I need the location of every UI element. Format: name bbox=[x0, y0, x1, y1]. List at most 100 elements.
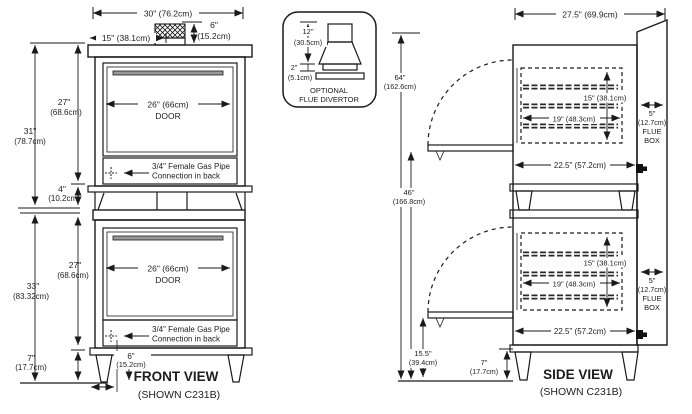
front-upper-door bbox=[102, 62, 238, 157]
dim-stack-gap-in: 4" bbox=[58, 184, 66, 194]
side-front-leg bbox=[514, 351, 532, 381]
side-view-model-note: (SHOWN C231B) bbox=[540, 386, 622, 398]
side-view: 27.5" (69.9cm) 64" (162.6cm) 46" (166.8c… bbox=[383, 8, 668, 398]
dim-lower-door-height-in: 27" bbox=[69, 260, 81, 270]
dim-upper-cavity-height: 15" (38.1cm) bbox=[584, 94, 627, 103]
dim-overall-width: 30" (76.2cm) bbox=[144, 9, 193, 19]
flue-divertor-shape bbox=[315, 23, 365, 80]
upper-flue-box-label2: BOX bbox=[644, 136, 660, 145]
front-lower-cap bbox=[92, 209, 246, 221]
dim-upper-section-in: 31" bbox=[24, 126, 36, 136]
lower-door-label: DOOR bbox=[155, 275, 181, 285]
dim-upper-flue-box-cm: (12.7cm) bbox=[638, 118, 666, 127]
gas-note-lower-line2: Connection in back bbox=[152, 335, 221, 344]
side-mid-band bbox=[509, 183, 639, 192]
lower-door-open-shelf bbox=[427, 311, 514, 319]
dim-flue-height-in: 6" bbox=[210, 20, 218, 30]
dim-upper-door-height-in: 27" bbox=[58, 97, 70, 107]
gas-fitting-symbol-lower bbox=[105, 330, 117, 342]
upper-door-label: DOOR bbox=[155, 111, 181, 121]
upper-flue-box-label1: FLUE bbox=[642, 127, 661, 136]
dim-lower-flue-box-in: 5" bbox=[649, 276, 656, 285]
dim-divertor-height-in: 12" bbox=[302, 27, 313, 36]
dim-leg-height-in: 7" bbox=[27, 353, 35, 363]
front-left-leg bbox=[95, 354, 113, 383]
side-dimension-lines bbox=[392, 8, 666, 382]
front-flue-outlet bbox=[154, 23, 186, 39]
front-oven-structure bbox=[87, 23, 253, 383]
front-stacking-stand bbox=[94, 192, 246, 211]
dim-door-open-height-cm: (166.8cm) bbox=[393, 197, 425, 206]
gas-connection-upper bbox=[636, 164, 647, 173]
side-stand-front-leg bbox=[515, 190, 533, 211]
front-top-cap bbox=[87, 44, 253, 58]
dim-stack-gap-cm: (10.2cm) bbox=[48, 194, 80, 203]
dim-upper-door-width: 26" (66cm) bbox=[147, 100, 188, 110]
lower-door-swing-arc bbox=[427, 226, 514, 313]
dim-lower-cavity-depth: 19" (48.3cm) bbox=[553, 280, 596, 289]
lower-door-bracket bbox=[435, 317, 445, 328]
gas-fitting-symbol-upper bbox=[105, 167, 117, 179]
dim-door-open-height-in: 46" bbox=[403, 188, 414, 197]
front-lower-door-handle bbox=[112, 235, 224, 241]
dim-lower-door-open-cm: (39.4cm) bbox=[409, 358, 437, 367]
lower-flue-box-label1: FLUE bbox=[642, 294, 661, 303]
dim-lower-section-cm: (83.32cm) bbox=[13, 292, 49, 301]
lower-oven-racks bbox=[523, 251, 618, 300]
dim-leg-height-cm: (17.7cm) bbox=[15, 363, 47, 372]
dim-flue-height-cm: (15.2cm) bbox=[197, 31, 231, 41]
upper-cavity-outline bbox=[520, 67, 623, 144]
front-view: 30" (76.2cm) 15" (38.1cm) 6" (15.2cm) 31… bbox=[13, 7, 253, 401]
dim-divertor-clearance-in: 2" bbox=[291, 63, 298, 72]
gas-note-upper-line2: Connection in back bbox=[152, 172, 221, 181]
side-rear-leg bbox=[621, 351, 639, 381]
dim-upper-section-cm: (78.7cm) bbox=[14, 137, 46, 146]
lower-cavity-outline bbox=[520, 232, 623, 311]
dim-upper-door-height-cm: (68.6cm) bbox=[50, 108, 82, 117]
front-lower-gas-panel bbox=[102, 319, 238, 347]
dim-lower-flue-box-cm: (12.7cm) bbox=[638, 285, 666, 294]
dim-upper-cavity-depth: 19" (48.3cm) bbox=[553, 115, 596, 124]
side-flue-box bbox=[636, 18, 668, 346]
upper-door-open-shelf bbox=[427, 144, 514, 152]
dim-lower-section-in: 33" bbox=[27, 281, 39, 291]
upper-door-swing-arc bbox=[427, 59, 514, 146]
side-oven-structure bbox=[427, 18, 668, 381]
dim-leg-inset-cm: (15.2cm) bbox=[116, 360, 146, 369]
dim-lower-door-width: 26" (66cm) bbox=[147, 264, 188, 274]
gas-note-upper-line1: 3/4" Female Gas Pipe bbox=[152, 162, 231, 171]
dim-lower-cavity-height: 15" (38.1cm) bbox=[584, 259, 627, 268]
gas-note-lower-line1: 3/4" Female Gas Pipe bbox=[152, 325, 231, 334]
dim-total-height-in: 64" bbox=[394, 73, 405, 82]
dim-flue-offset: 15" (38.1cm) bbox=[102, 33, 151, 43]
gas-connection-lower bbox=[636, 330, 647, 339]
front-mid-band bbox=[87, 185, 253, 193]
front-view-model-note: (SHOWN C231B) bbox=[138, 389, 220, 401]
dim-overall-depth: 27.5" (69.9cm) bbox=[562, 10, 618, 20]
dim-total-height-cm: (162.6cm) bbox=[384, 82, 416, 91]
dim-side-leg-height-cm: (17.7cm) bbox=[470, 367, 498, 376]
side-view-title: SIDE VIEW bbox=[543, 367, 613, 382]
divertor-label-line2: FLUE DIVERTOR bbox=[299, 95, 359, 104]
dim-upper-body-depth: 22.5" (57.2cm) bbox=[554, 161, 607, 170]
front-upper-gas-panel bbox=[102, 157, 238, 185]
inset-border bbox=[282, 11, 377, 108]
dim-side-leg-height-in: 7" bbox=[481, 358, 488, 367]
dim-lower-door-open-in: 15.5" bbox=[414, 349, 432, 358]
front-view-title: FRONT VIEW bbox=[134, 369, 219, 384]
dim-lower-door-height-cm: (68.6cm) bbox=[57, 271, 89, 280]
divertor-label-line1: OPTIONAL bbox=[310, 86, 348, 95]
dim-lower-body-depth: 22.5" (57.2cm) bbox=[554, 327, 607, 336]
front-plinth bbox=[89, 347, 253, 356]
side-stand-rear-leg bbox=[618, 190, 636, 211]
dim-divertor-clearance-cm: (5.1cm) bbox=[288, 73, 312, 82]
front-upper-door-handle bbox=[112, 70, 224, 76]
dim-upper-flue-box-in: 5" bbox=[649, 109, 656, 118]
front-right-leg bbox=[227, 354, 245, 383]
lower-flue-box-label2: BOX bbox=[644, 303, 660, 312]
dim-leg-inset-in: 6" bbox=[127, 352, 134, 361]
upper-door-bracket bbox=[435, 150, 445, 161]
front-flue-collar bbox=[154, 37, 186, 46]
